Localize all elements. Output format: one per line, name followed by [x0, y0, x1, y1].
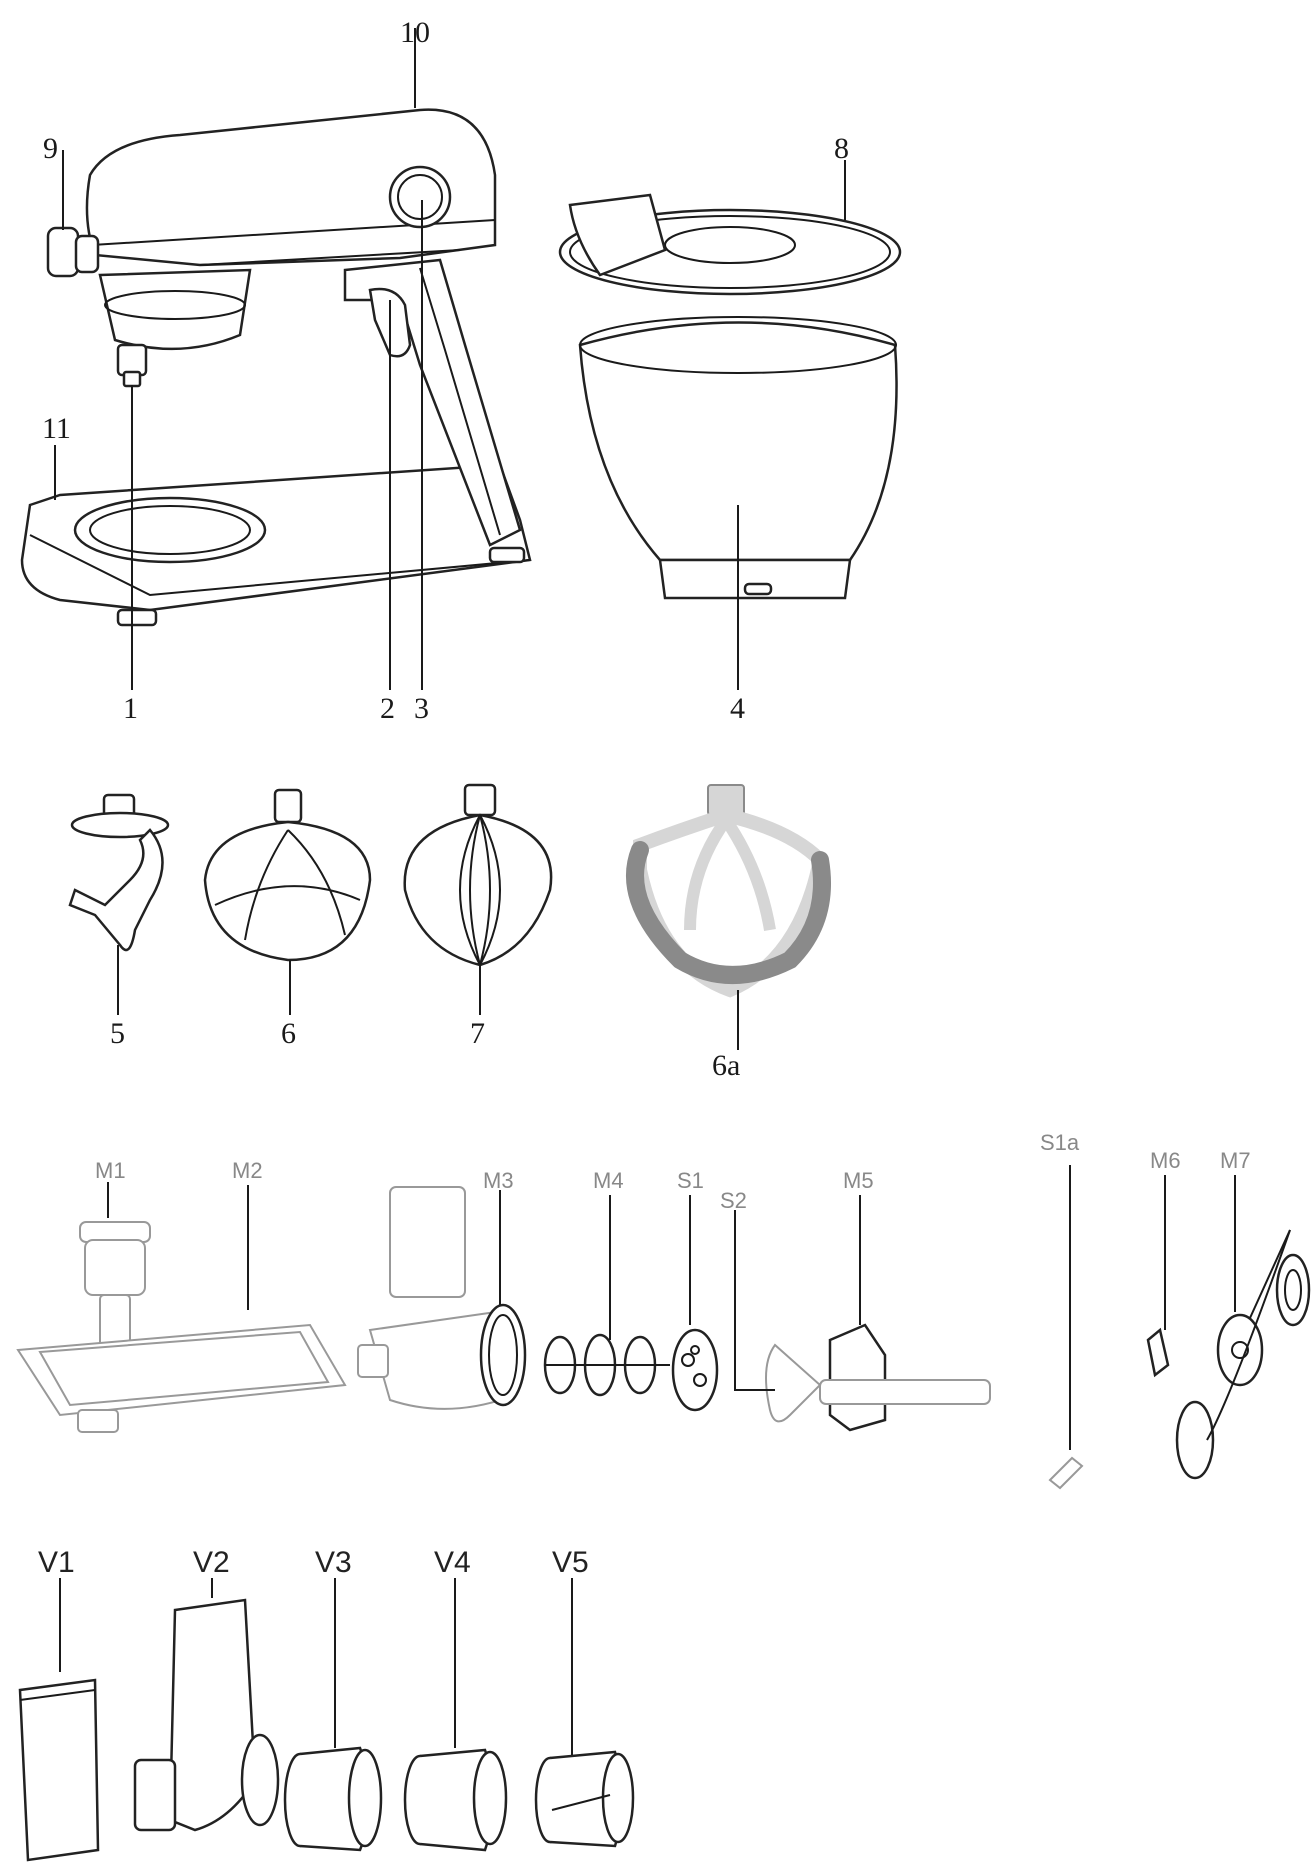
small-cross-blade: [1146, 1327, 1170, 1378]
label-9: 9: [43, 132, 58, 165]
mincing-plates: [1146, 1229, 1311, 1480]
label-V2: V2: [193, 1546, 230, 1579]
label-2: 2: [380, 692, 395, 725]
label-S1a: S1a: [1040, 1130, 1080, 1155]
grinder-body: [389, 1186, 466, 1298]
label-1: 1: [123, 692, 138, 725]
bowl-seat: [73, 496, 267, 564]
part-labels: 10 9 8 11 1 2 3 4 5 6 7 6a M1 M2 M3 M4 S…: [38, 16, 1251, 1579]
label-M7: M7: [1220, 1148, 1251, 1173]
label-6a: 6a: [712, 1049, 740, 1082]
fine-grating-drum: [283, 1746, 383, 1852]
label-7: 7: [470, 1017, 485, 1050]
label-V1: V1: [38, 1546, 75, 1579]
label-5: 5: [110, 1017, 125, 1050]
vegetable-slicer-set: [18, 1598, 635, 1862]
meat-grinder-set: [16, 1186, 991, 1433]
cutting-plate: [671, 1328, 719, 1412]
bowl-foot: [658, 558, 852, 600]
label-4: 4: [730, 692, 745, 725]
label-3: 3: [414, 692, 429, 725]
label-V5: V5: [552, 1546, 589, 1579]
stand-mixer: [20, 108, 532, 627]
dough-hook: [68, 793, 170, 952]
sausage-cone: [765, 1343, 822, 1423]
coarse-grating-drum: [403, 1748, 508, 1852]
leader-lines: [54, 28, 1236, 1755]
label-M3: M3: [483, 1168, 514, 1193]
locking-ring: [819, 1323, 991, 1432]
label-6: 6: [281, 1017, 296, 1050]
label-M4: M4: [593, 1168, 624, 1193]
label-8: 8: [834, 132, 849, 165]
cross-blade: [1048, 1456, 1084, 1490]
label-M6: M6: [1150, 1148, 1181, 1173]
label-M2: M2: [232, 1158, 263, 1183]
mixer-column: [343, 258, 522, 547]
feed-screw: [543, 1333, 670, 1397]
label-V3: V3: [315, 1546, 352, 1579]
label-S1: S1: [677, 1168, 704, 1193]
slicing-drum: [534, 1750, 635, 1848]
attachment-cap: [46, 226, 80, 278]
flex-edge-beater: [626, 784, 831, 998]
pouring-chute: [568, 193, 667, 277]
flat-beater: [203, 788, 372, 962]
label-M1: M1: [95, 1158, 126, 1183]
wire-whisk: [403, 783, 553, 967]
label-10: 10: [400, 16, 430, 49]
drive-shaft: [116, 343, 148, 377]
mixing-bowl: [578, 321, 898, 562]
label-S2: S2: [720, 1188, 747, 1213]
label-11: 11: [42, 412, 71, 445]
drive-hub: [98, 268, 252, 351]
bowl-and-splash-guard: [558, 193, 902, 600]
label-M5: M5: [843, 1168, 874, 1193]
slicer-pusher: [18, 1678, 100, 1862]
label-V4: V4: [434, 1546, 471, 1579]
